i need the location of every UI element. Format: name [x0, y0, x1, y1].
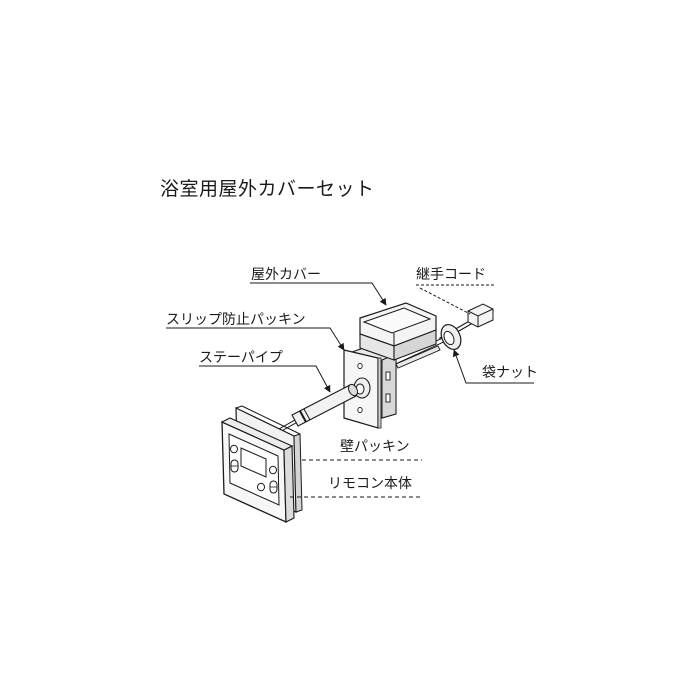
diagram-title: 浴室用屋外カバーセット [160, 178, 375, 200]
label-slip-prevention-packing: スリップ防止パッキン [166, 312, 306, 328]
remote-body [220, 417, 295, 524]
leader-lines [166, 282, 534, 498]
button-icon [257, 482, 265, 492]
label-wall-packing: 壁パッキン [340, 439, 410, 455]
label-remote-body: リモコン本体 [328, 476, 412, 492]
label-stay-pipe: ステーパイプ [199, 350, 283, 366]
button-icon [269, 465, 277, 475]
cap-nut [440, 324, 462, 350]
outdoor-cover [359, 302, 441, 369]
label-outdoor-cover: 屋外カバー [251, 267, 321, 283]
slip-prevention-packing [343, 349, 382, 429]
label-cap-nut: 袋ナット [482, 365, 538, 381]
button-icon [230, 444, 238, 454]
stay-pipe [265, 383, 359, 440]
label-joint-cord: 継手コード [416, 267, 486, 283]
